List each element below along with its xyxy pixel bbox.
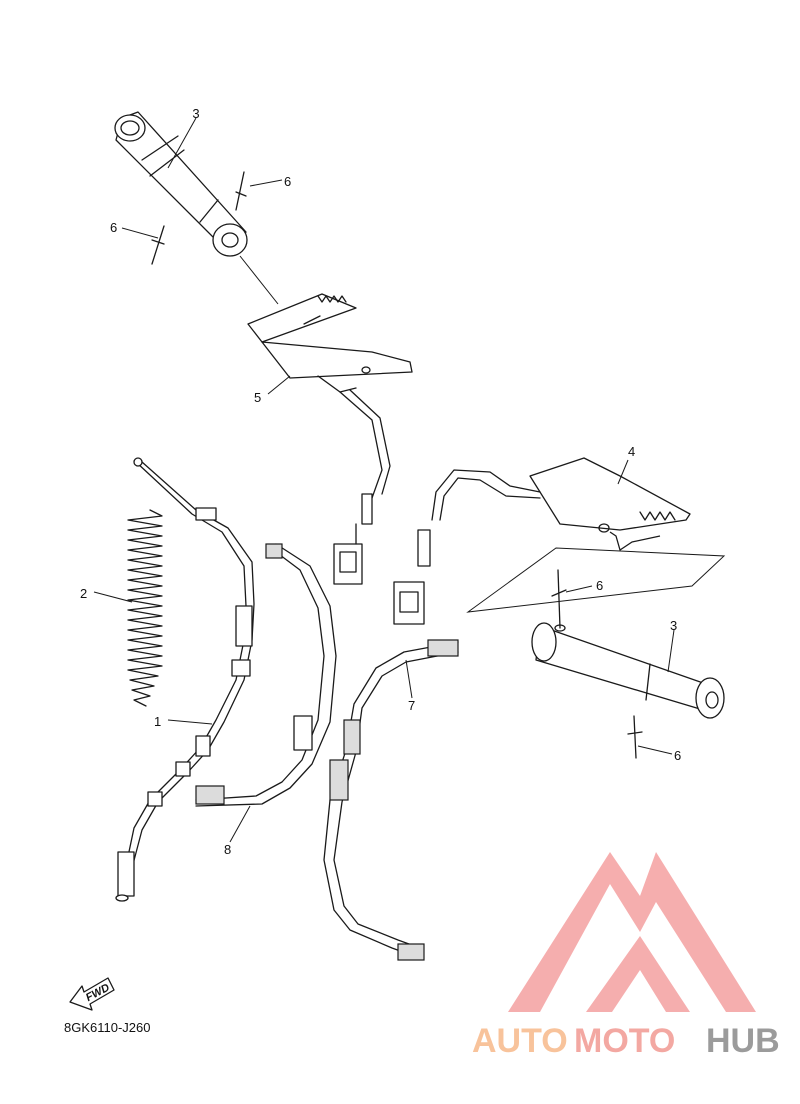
logo-text-hub: HUB — [706, 1022, 780, 1060]
rivet-bottom[interactable] — [627, 715, 643, 759]
callout-1: 1 — [154, 714, 161, 729]
automotohub-logo: AUTO MOTO HUB — [472, 852, 780, 1060]
left-grip[interactable] — [114, 111, 248, 257]
logo-text-moto: MOTO — [574, 1022, 675, 1060]
callout-6-top-left: 6 — [110, 220, 117, 235]
spring[interactable] — [127, 509, 163, 707]
grip-heater-right[interactable] — [393, 457, 691, 625]
callout-6-bottom: 6 — [674, 748, 681, 763]
fwd-arrow-icon: FWD — [69, 977, 115, 1011]
throttle-cable[interactable] — [115, 457, 255, 902]
callout-8: 8 — [224, 842, 231, 857]
callout-6-top-right: 6 — [284, 174, 291, 189]
diagram-code: 8GK6110-J260 — [64, 1020, 151, 1035]
callout-4: 4 — [628, 444, 635, 459]
logo-text-auto: AUTO — [472, 1022, 568, 1060]
hose-7[interactable] — [323, 639, 459, 961]
rivet-mid[interactable] — [551, 569, 567, 632]
callout-3-right: 3 — [670, 618, 677, 633]
fwd-label: FWD — [84, 982, 112, 1004]
right-grip[interactable] — [531, 622, 725, 719]
rivet-top-left[interactable] — [151, 225, 165, 265]
grip-heater-left[interactable] — [247, 293, 413, 585]
callout-5: 5 — [254, 390, 261, 405]
hose-8[interactable] — [195, 543, 337, 807]
callout-2: 2 — [80, 586, 87, 601]
callout-7: 7 — [408, 698, 415, 713]
callout-6-mid: 6 — [596, 578, 603, 593]
callout-3-top: 3 — [192, 106, 199, 121]
rivet-top-right[interactable] — [235, 171, 247, 211]
